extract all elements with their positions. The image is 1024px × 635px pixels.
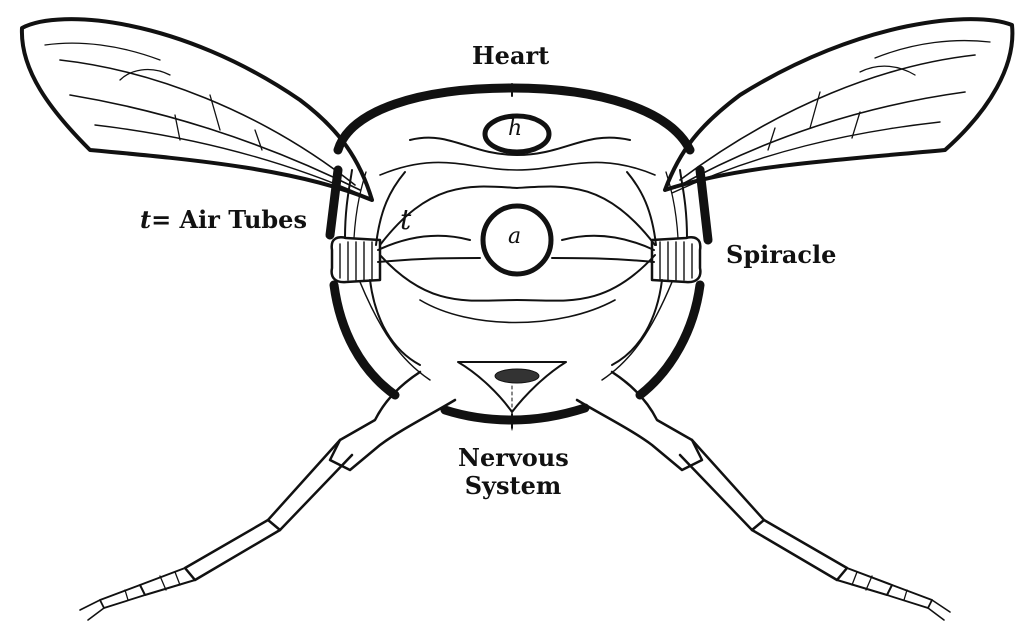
nervous-system-label-line1: Nervous (458, 443, 569, 472)
gut-organ (379, 185, 656, 324)
left-wing (19, 17, 374, 202)
nervous-system-label: Nervous System (458, 443, 569, 500)
heart-label: Heart (472, 41, 550, 70)
right-spiracle (551, 169, 702, 381)
air-tubes-symbol: t (140, 205, 152, 234)
gut-letter-label: a (508, 224, 522, 249)
nerve-cord (457, 361, 567, 431)
heart-letter-label: h (508, 116, 523, 141)
heart-organ (379, 113, 656, 176)
left-leg (79, 370, 457, 621)
nervous-system-label-line2: System (464, 470, 562, 500)
air-tubes-label: t= Air Tubes (140, 208, 307, 232)
tube-letter-label: t (400, 203, 412, 236)
air-tubes-text: = Air Tubes (151, 205, 307, 234)
spiracle-label: Spiracle (726, 240, 837, 269)
right-wing (663, 17, 1015, 194)
right-leg (575, 370, 951, 621)
